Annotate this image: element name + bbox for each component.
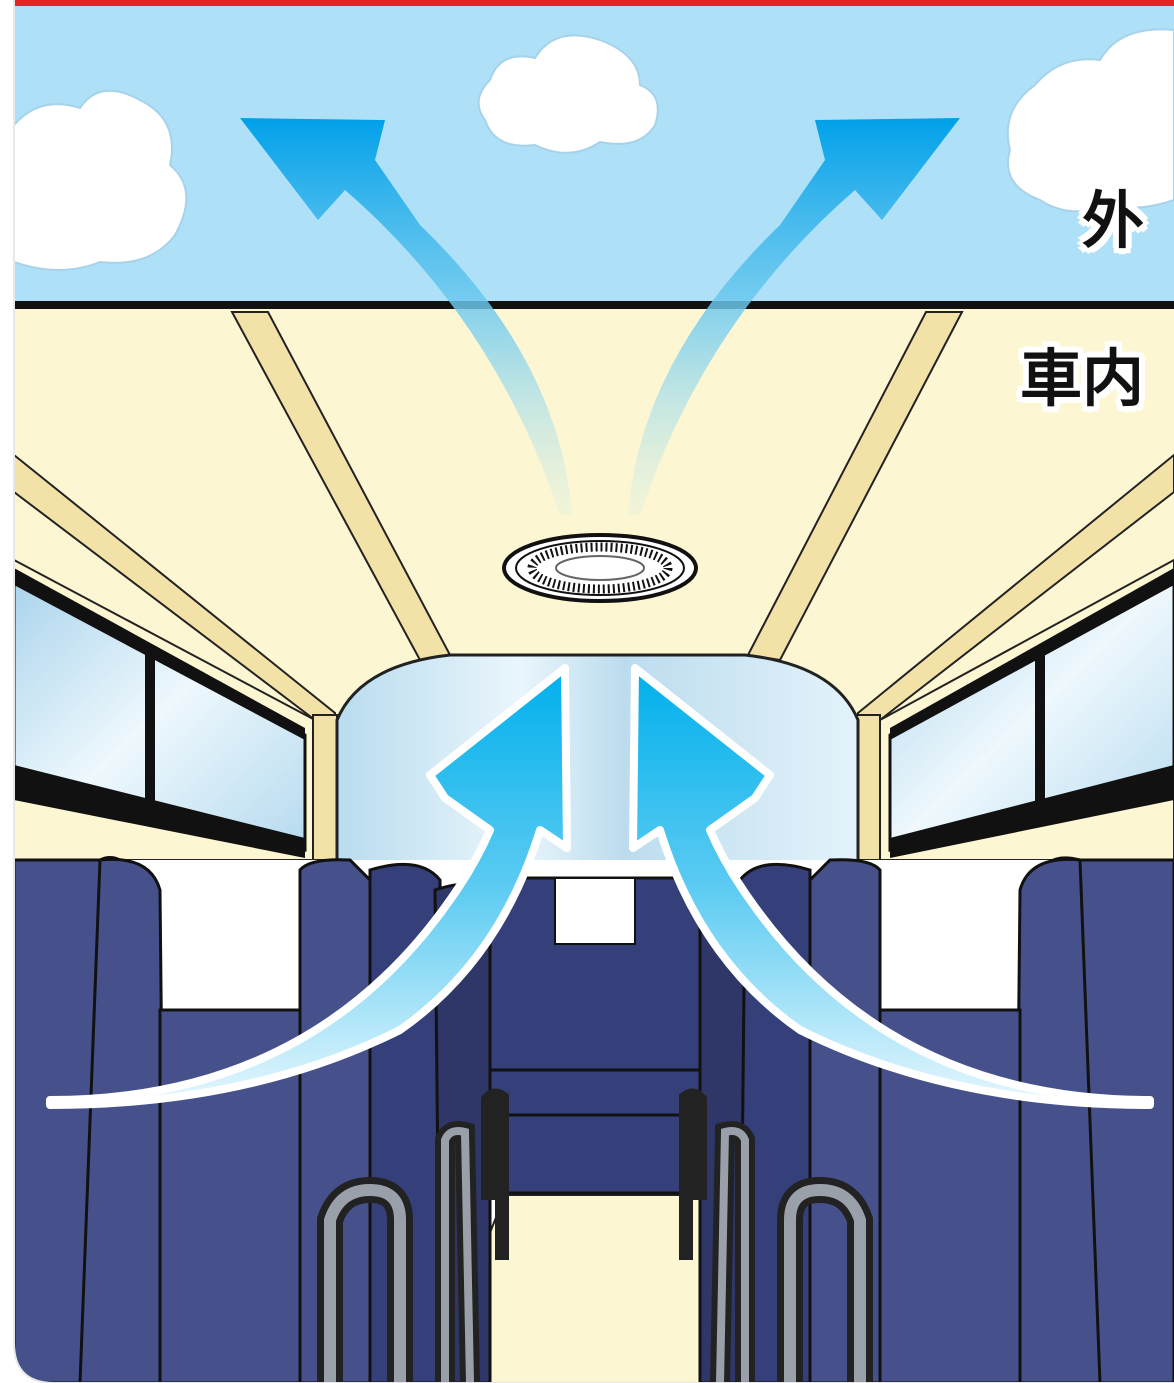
- airflow-arrow-icon: [629, 664, 1154, 1109]
- window-frame-right: [890, 568, 1174, 740]
- ceiling-fan-icon: [502, 533, 698, 603]
- frame-top-bar: [14, 0, 1174, 6]
- airflow-arrow-icon: [240, 118, 572, 515]
- window-frame-left: [14, 568, 305, 740]
- airflow-arrow-icon: [46, 664, 571, 1109]
- airflow-arrow-icon: [628, 118, 960, 515]
- seat-handle-right: [679, 1088, 873, 1383]
- front-partition: [335, 653, 860, 882]
- cloud-icon: [14, 89, 188, 271]
- cloud-icon: [1006, 28, 1174, 213]
- seat-handle-left: [317, 1088, 509, 1383]
- inside-label: 車内: [1019, 342, 1144, 415]
- cloud-icon: [477, 34, 659, 154]
- outside-label: 外: [1081, 184, 1144, 257]
